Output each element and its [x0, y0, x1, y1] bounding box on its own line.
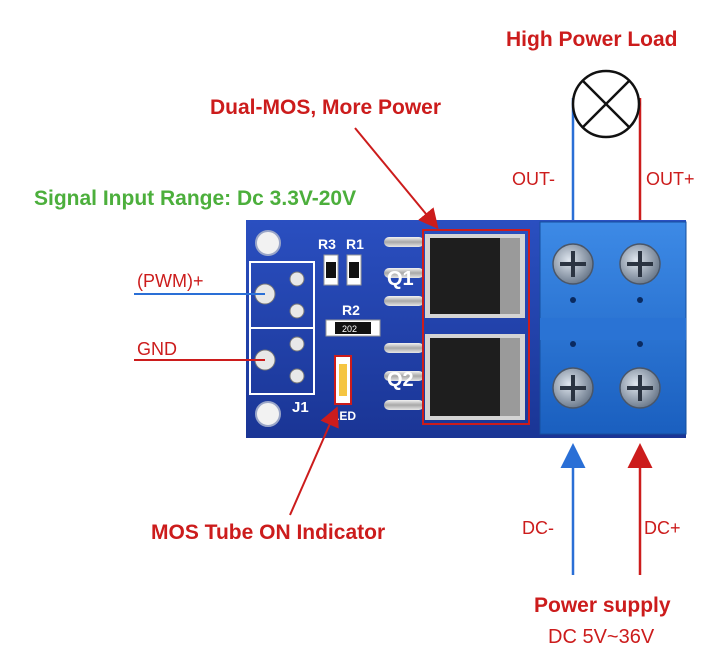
callout-arrows	[289, 127, 439, 516]
load-wires	[571, 98, 642, 222]
screw-out-plus-icon	[619, 243, 661, 285]
mosfet-pins	[384, 237, 424, 410]
screw-dc-plus-icon	[619, 367, 661, 409]
silk-r3: R3	[318, 236, 336, 252]
dc-plus-label: DC+	[644, 518, 681, 538]
board-silkscreen: R3 R1 R2 202 Q1 Q2 J1 LED	[292, 236, 414, 423]
screw-dc-minus-icon	[552, 367, 594, 409]
high-power-load-label: High Power Load	[506, 28, 678, 51]
mos-indicator-label: MOS Tube ON Indicator	[151, 521, 386, 544]
resistor-r2	[325, 319, 381, 337]
out-plus-label: OUT+	[646, 169, 695, 189]
dual-mos-arrow	[354, 127, 439, 230]
signal-input-range-label: Signal Input Range: Dc 3.3V-20V	[34, 187, 357, 210]
silk-q1: Q1	[387, 268, 414, 290]
silk-q2: Q2	[387, 369, 414, 391]
screw-out-minus-icon	[552, 243, 594, 285]
mosfet-q2	[425, 334, 525, 420]
power-supply-label: Power supply	[534, 594, 671, 617]
indicator-arrow	[289, 406, 339, 516]
dc-minus-label: DC-	[522, 518, 554, 538]
input-wires	[134, 293, 265, 361]
resistor-r1	[346, 254, 362, 286]
lamp-icon	[571, 69, 641, 139]
power-wires	[560, 443, 653, 575]
silk-r2: R2	[342, 302, 360, 318]
out-minus-label: OUT-	[512, 169, 555, 189]
pwm-plus-label: (PWM)+	[137, 271, 204, 291]
mosfet-q1	[425, 234, 525, 318]
silk-r2-code: 202	[342, 324, 357, 334]
silk-r1: R1	[346, 236, 364, 252]
gnd-label: GND	[137, 339, 177, 359]
dual-mos-label: Dual-MOS, More Power	[210, 96, 442, 119]
power-range-label: DC 5V~36V	[548, 626, 655, 648]
terminal-screws	[552, 243, 661, 409]
silk-j1: J1	[292, 399, 309, 416]
status-led	[334, 355, 352, 405]
resistor-r3	[323, 254, 339, 286]
